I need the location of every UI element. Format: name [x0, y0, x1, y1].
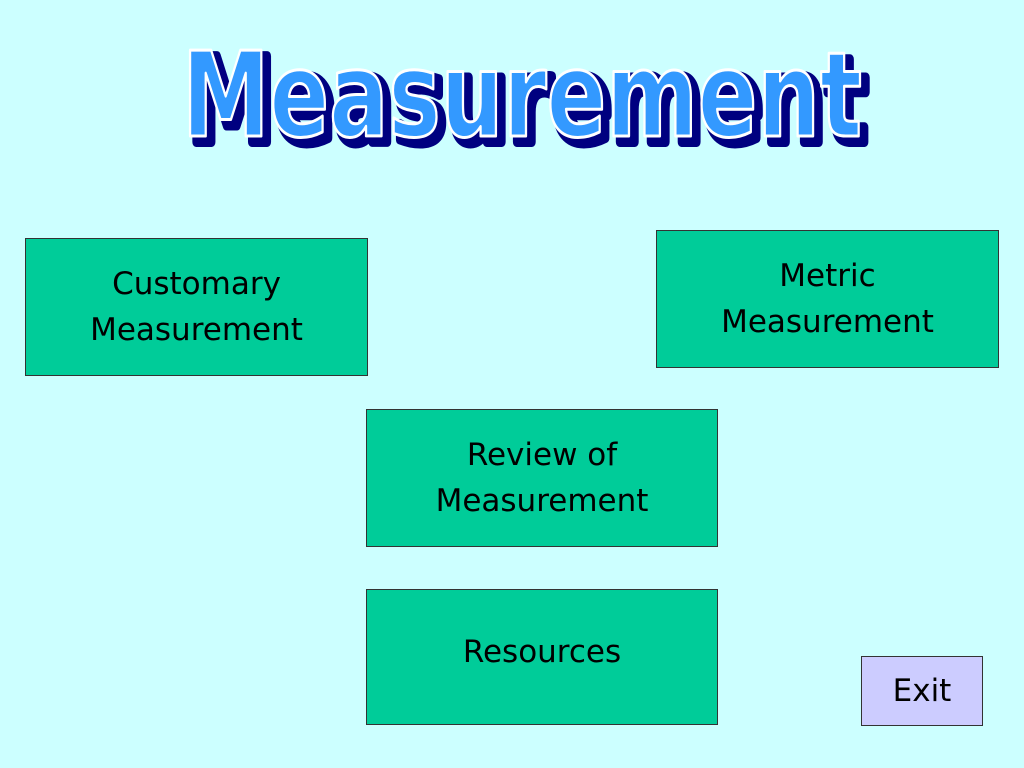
metric-measurement-button[interactable]: Metric Measurement [656, 230, 999, 368]
metric-measurement-label-line1: Metric [779, 258, 876, 294]
customary-measurement-label-line1: Customary [112, 266, 281, 302]
review-of-measurement-label-line2: Measurement [435, 483, 649, 519]
resources-label: Resources [462, 634, 622, 670]
review-of-measurement-label-line1: Review of [466, 437, 618, 473]
customary-measurement-button[interactable]: Customary Measurement [25, 238, 368, 376]
title-wordart-shadow: Measurement [188, 32, 868, 168]
exit-label: Exit [892, 673, 952, 709]
customary-measurement-label-line2: Measurement [90, 312, 303, 348]
metric-measurement-label-line2: Measurement [721, 304, 934, 340]
exit-button[interactable]: Exit [861, 656, 983, 726]
resources-button[interactable]: Resources [366, 589, 718, 725]
title-wordart: Measurement Measurement [181, 25, 874, 169]
review-of-measurement-button[interactable]: Review of Measurement [366, 409, 718, 547]
title-wordart-text: Measurement [182, 26, 862, 164]
